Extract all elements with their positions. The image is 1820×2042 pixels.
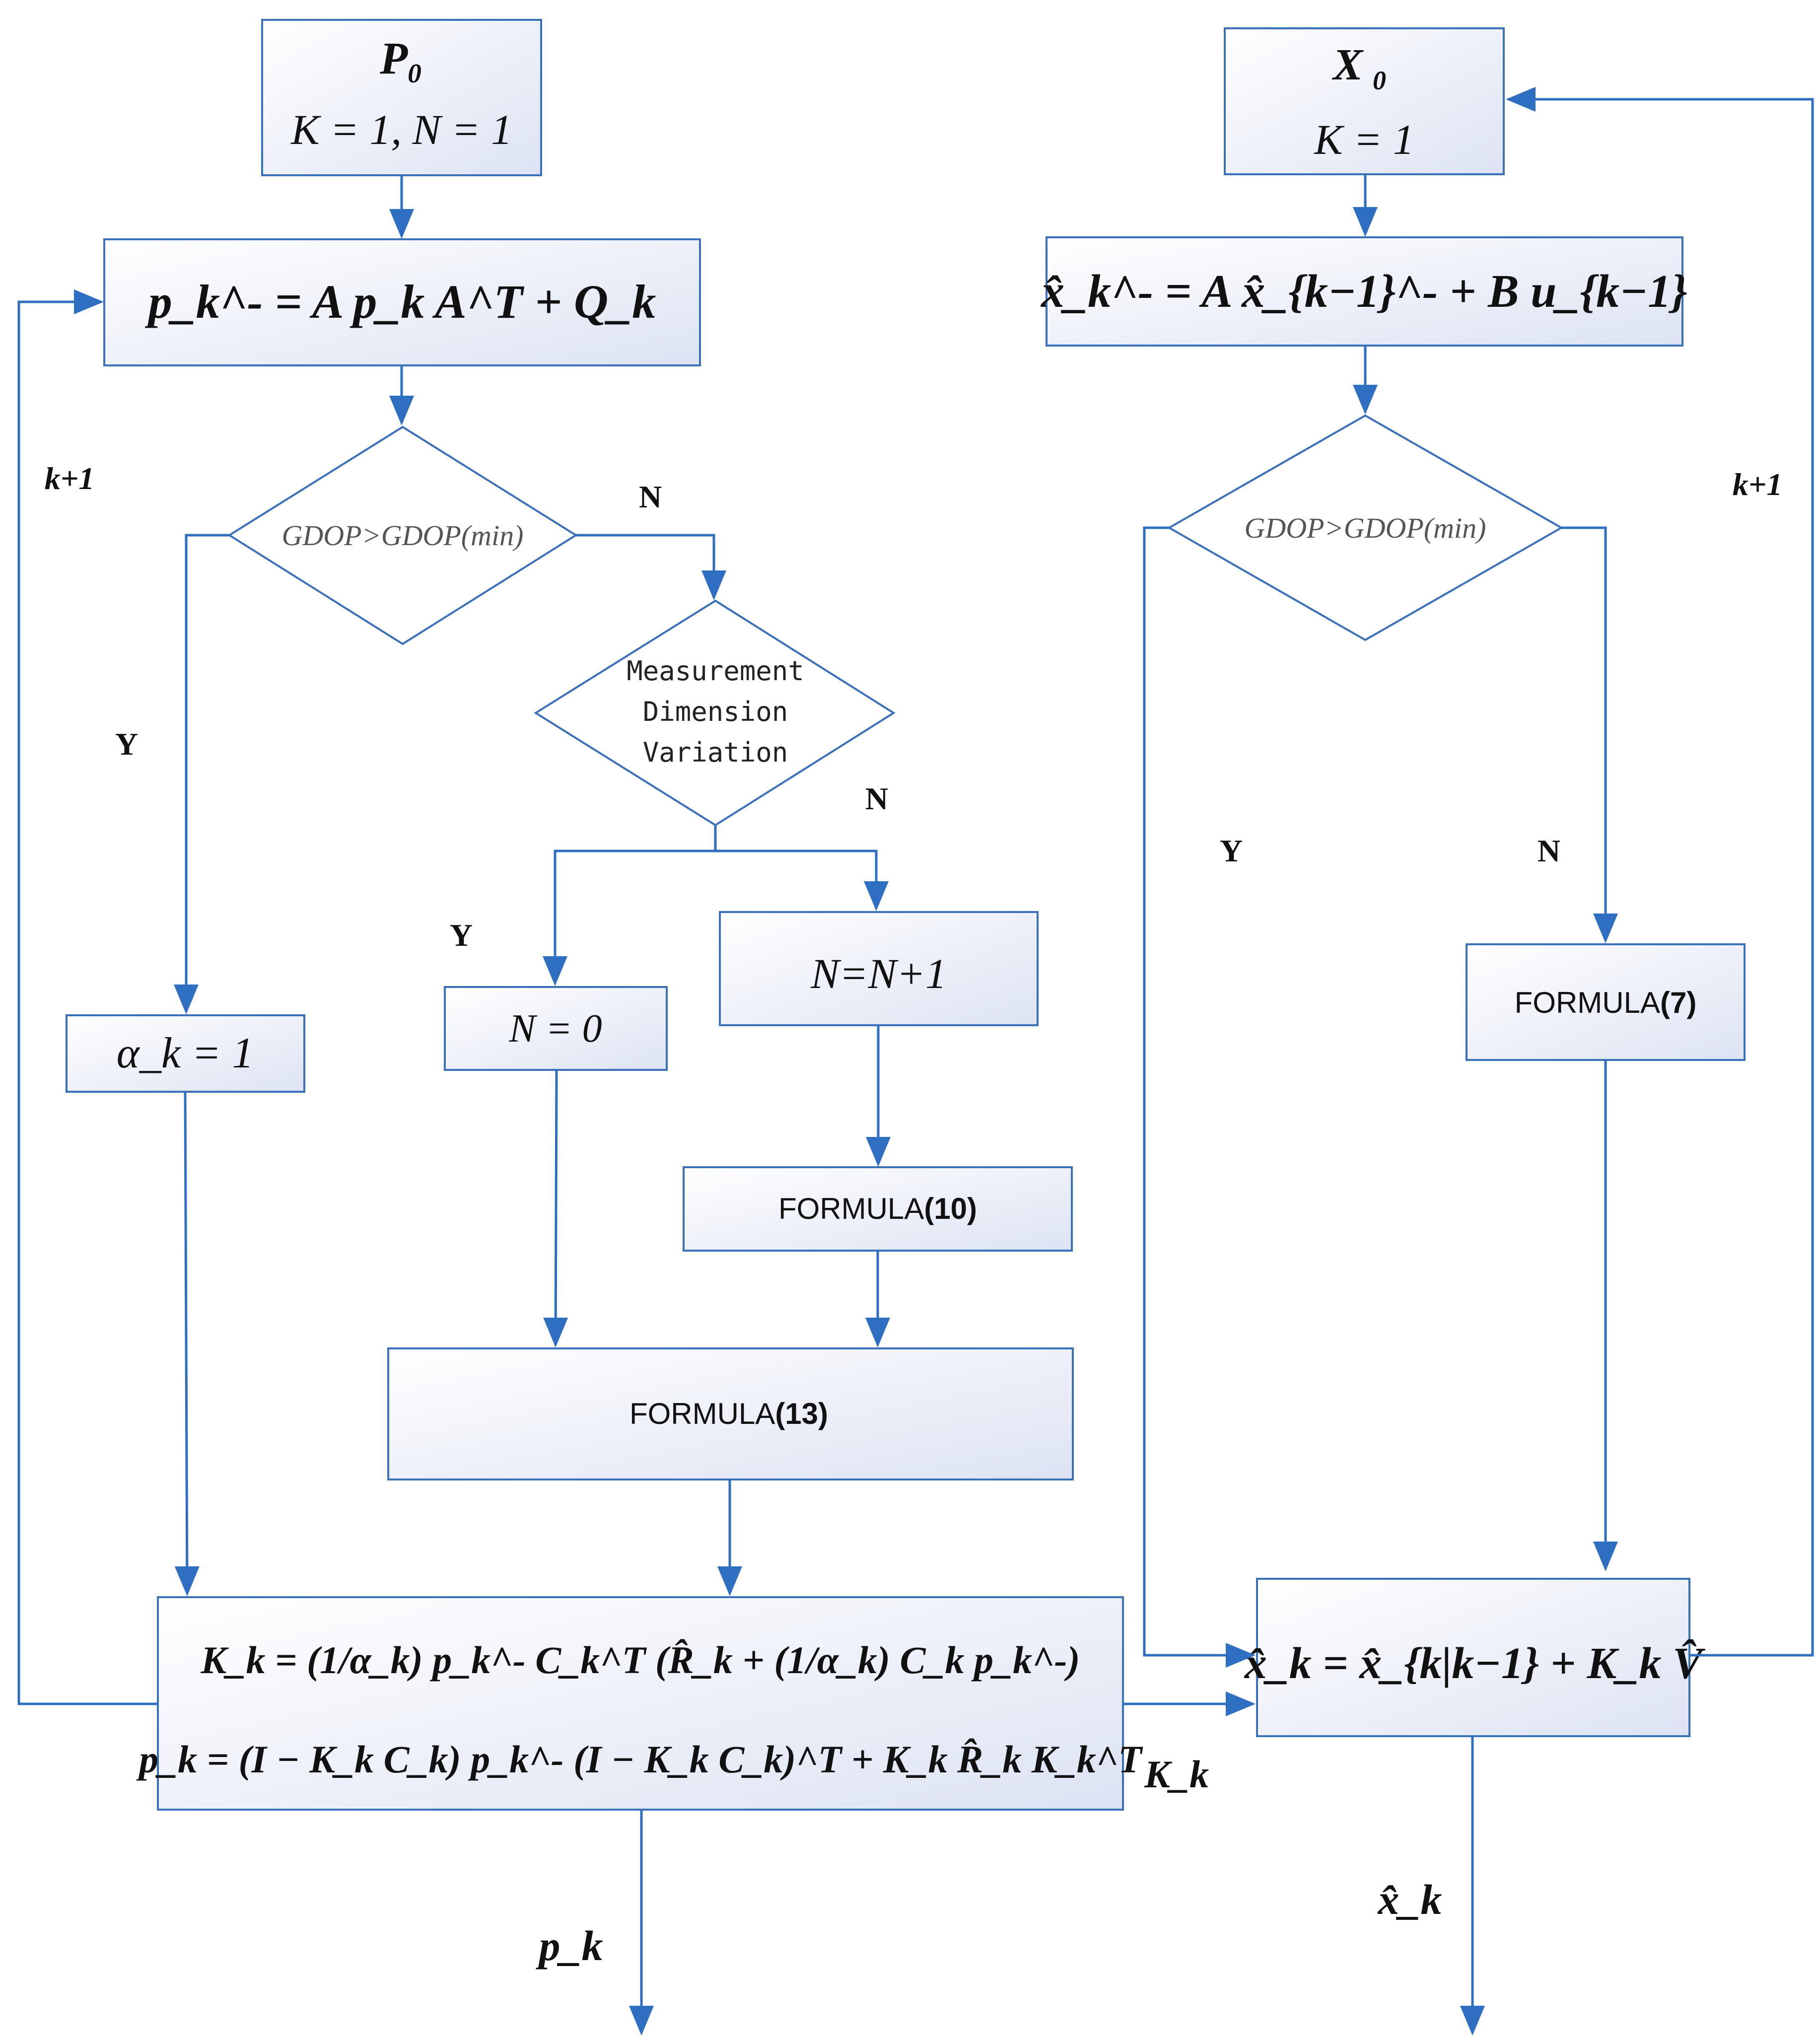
measurement-line3: Variation	[643, 737, 788, 768]
label-left-y1: Y	[115, 726, 138, 762]
state-update-box: x̂_k = x̂_{k|k−1} + K_k V̂	[1244, 1578, 1706, 1737]
label-left-n1: N	[639, 479, 662, 514]
right-gdop-decision: GDOP>GDOP(min)	[1167, 414, 1564, 641]
left-gdop-decision: GDOP>GDOP(min)	[227, 425, 578, 645]
svg-text:FORMULA(13): FORMULA(13)	[630, 1397, 828, 1430]
label-right-n: N	[1538, 833, 1560, 868]
formula-10-label: FORMULA	[778, 1192, 924, 1225]
svg-text:FORMULA(10): FORMULA(10)	[778, 1192, 977, 1225]
right-gdop-condition: GDOP>GDOP(min)	[1245, 512, 1486, 544]
measurement-decision: Measurement Dimension Variation	[534, 599, 896, 827]
formula-13-box: FORMULA(13)	[387, 1347, 1074, 1480]
svg-text:P0: P0	[379, 33, 421, 88]
formula-10-box: FORMULA(10)	[683, 1166, 1073, 1252]
label-left-y2: Y	[450, 917, 473, 953]
label-left-n2: N	[865, 781, 888, 816]
n-increment-equation: N=N+1	[810, 950, 947, 997]
n-zero-box: N = 0	[444, 986, 668, 1071]
formula-7-box: FORMULA(7)	[1466, 943, 1746, 1061]
left-start-init: K = 1, N = 1	[290, 106, 512, 153]
svg-text:X0: X0	[1331, 40, 1386, 95]
measurement-line2: Dimension	[643, 696, 788, 727]
predict-state-equation: x̂_k^- = A x̂_{k−1}^- + B u_{k−1}	[1040, 266, 1687, 317]
right-start-init: K = 1	[1313, 116, 1414, 163]
alpha-equation: α_k = 1	[117, 1029, 254, 1077]
formula-7-num: (7)	[1660, 986, 1696, 1019]
left-loop-label: k+1	[45, 461, 94, 496]
left-connectors	[17, 175, 1256, 2036]
n-increment-box: N=N+1	[719, 911, 1039, 1026]
right-start-title-sub: 0	[1373, 66, 1386, 95]
gain-equation: K_k = (1/α_k) p_k^- C_k^T (R̂_k + (1/α_k…	[201, 1638, 1080, 1682]
right-start-title: X	[1331, 40, 1364, 89]
left-start-title: P	[379, 33, 408, 83]
left-start-box: P0 K = 1, N = 1	[261, 19, 542, 176]
state-update-equation: x̂_k = x̂_{k|k−1} + K_k V̂	[1244, 1638, 1706, 1688]
alpha-box: α_k = 1	[66, 1014, 305, 1093]
right-predict-state-box: x̂_k^- = A x̂_{k−1}^- + B u_{k−1}	[1040, 236, 1687, 347]
measurement-line1: Measurement	[627, 655, 804, 687]
svg-text:FORMULA(7): FORMULA(7)	[1515, 986, 1697, 1019]
cov-update-equation: p_k = (I − K_k C_k) p_k^- (I − K_k C_k)^…	[136, 1738, 1143, 1781]
formula-13-label: FORMULA	[630, 1397, 775, 1430]
formula-10-num: (10)	[924, 1192, 977, 1225]
left-output-label: p_k	[536, 1922, 603, 1970]
right-loop-label: k+1	[1733, 467, 1782, 502]
right-output-label: x̂_k	[1377, 1876, 1442, 1923]
label-right-y: Y	[1220, 833, 1243, 868]
left-start-title-sub: 0	[408, 58, 421, 88]
gain-update-box: K_k = (1/α_k) p_k^- C_k^T (R̂_k + (1/α_k…	[136, 1596, 1143, 1811]
right-connectors	[1143, 87, 1814, 2036]
left-predict-cov-box: p_k^- = A p_k A^T + Q_k	[103, 238, 701, 366]
left-gdop-condition: GDOP>GDOP(min)	[282, 519, 524, 552]
formula-13-num: (13)	[775, 1397, 828, 1430]
link-label-kk: K_k	[1144, 1753, 1209, 1796]
n-zero-equation: N = 0	[508, 1007, 602, 1051]
predict-cov-equation: p_k^- = A p_k A^T + Q_k	[145, 275, 656, 328]
formula-7-label: FORMULA	[1515, 986, 1660, 1019]
